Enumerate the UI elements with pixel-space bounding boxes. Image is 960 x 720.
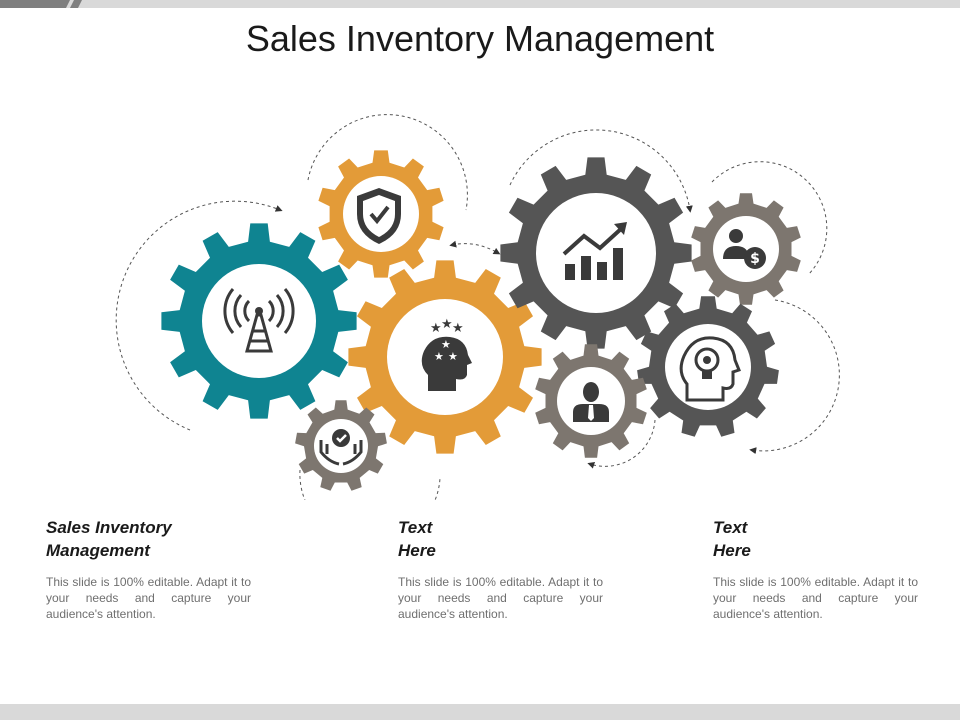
person-dollar-icon: $ [723, 229, 766, 269]
svg-text:★: ★ [434, 350, 444, 363]
info-column-1: Sales Inventory Management This slide is… [46, 516, 251, 622]
arc-link [449, 240, 501, 255]
gear-antenna [161, 223, 357, 419]
svg-text:★: ★ [430, 321, 442, 336]
orbit-arrows [115, 114, 840, 500]
svg-text:★: ★ [441, 317, 453, 332]
column-heading: Text Here [713, 518, 751, 560]
arc-person [587, 419, 656, 469]
svg-text:★: ★ [448, 350, 458, 363]
svg-text:★: ★ [441, 338, 451, 351]
top-accent-bar [0, 0, 960, 8]
column-body: This slide is 100% editable. Adapt it to… [713, 575, 918, 621]
bottom-bar [0, 704, 960, 720]
info-column-3: Text Here This slide is 100% editable. A… [713, 516, 918, 622]
gear-chart [500, 157, 692, 349]
businessman-icon [573, 382, 609, 422]
page-title: Sales Inventory Management [245, 18, 715, 59]
arc-antenna [115, 200, 283, 431]
arc-shield [307, 114, 468, 211]
gear-idea [637, 296, 779, 437]
column-heading: Sales Inventory Management [46, 518, 172, 560]
gears-diagram: ★ ★ ★ ★ ★ ★ $ [115, 114, 840, 500]
gear-layer [161, 150, 801, 491]
growth-chart-icon [562, 222, 627, 280]
lightbulb-head-icon [679, 336, 741, 402]
shield-check-icon [357, 188, 401, 244]
head-stars-icon: ★ ★ ★ ★ ★ ★ [421, 317, 472, 391]
info-column-2: Text Here This slide is 100% editable. A… [398, 516, 603, 622]
column-heading: Text Here [398, 518, 436, 560]
radio-tower-icon [223, 288, 295, 353]
arc-chart [509, 129, 693, 213]
arc-money [711, 161, 828, 276]
svg-text:$: $ [750, 251, 760, 267]
column-body: This slide is 100% editable. Adapt it to… [46, 575, 251, 621]
gear-money [691, 193, 801, 305]
hands-check-icon [319, 429, 363, 466]
svg-text:★: ★ [452, 321, 464, 336]
column-body: This slide is 100% editable. Adapt it to… [398, 575, 603, 621]
